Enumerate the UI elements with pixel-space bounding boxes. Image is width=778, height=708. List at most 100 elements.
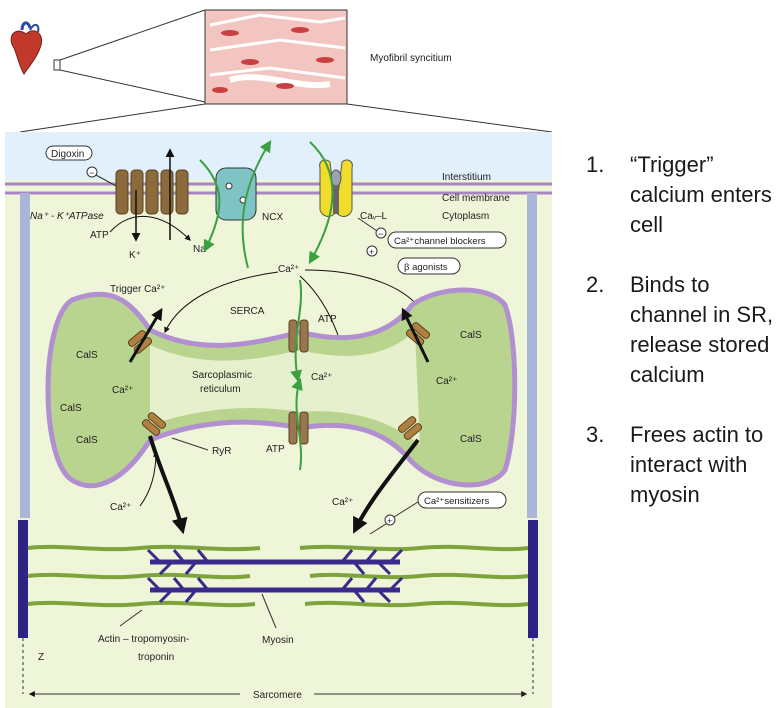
- ncx-exchanger: [215, 167, 257, 221]
- ca-lower-right-label: Ca²⁺: [332, 497, 353, 508]
- digoxin-minus: −: [89, 168, 94, 178]
- step-text: Frees actin to interact with myosin: [630, 422, 764, 507]
- myosin-label: Myosin: [262, 635, 294, 646]
- serca-uptake-arrow-top: [290, 279, 303, 383]
- z-disc-left: [18, 520, 28, 638]
- ncx-label: NCX: [262, 212, 283, 223]
- ca-to-right-ryr: [304, 269, 419, 307]
- ca-release-arrow-right: [353, 438, 420, 534]
- calcium-handling-diagram: Myofibril syncitium Interstitium Cell me…: [5, 9, 553, 708]
- agonist-plus: +: [369, 247, 374, 257]
- sr-lumen-center: [150, 330, 420, 445]
- interstitium-label: Interstitium: [442, 172, 491, 183]
- k-label: K⁺: [129, 250, 141, 261]
- na-k-atpase-label: Na⁺ - K⁺ATPase: [30, 211, 104, 222]
- step-number: 3.: [586, 422, 605, 447]
- actin-filaments: [27, 544, 529, 608]
- sensitizer-line-2: [369, 523, 387, 535]
- ca-channel-core: [333, 186, 339, 214]
- t-tubule-right: [527, 193, 537, 518]
- step-text: “Trigger” calcium enters cell: [630, 152, 772, 237]
- sensitizers-box: [417, 491, 507, 509]
- heart-icon: [10, 21, 61, 75]
- sr-name-line1: Sarcoplasmic: [192, 370, 252, 381]
- step-number: 1.: [586, 152, 605, 177]
- ca-to-left-ryr: [164, 271, 279, 334]
- z-label: Z: [38, 652, 44, 663]
- sarcomere-label-bg: [240, 687, 314, 701]
- actin-pointer: [119, 609, 143, 627]
- sensitizer-line: [393, 501, 419, 518]
- sensitizer-plus-icon: [384, 514, 396, 526]
- atp-label-bottom: ATP: [266, 444, 285, 455]
- cals-label-3: CalS: [76, 435, 98, 446]
- ryr-pointer: [171, 437, 209, 451]
- step-item: 1. “Trigger” calcium enters cell: [586, 150, 776, 240]
- myofibril-label: Myofibril syncitium: [370, 53, 452, 64]
- trigger-ca-label: Trigger Ca²⁺: [110, 284, 165, 295]
- sr-name-line2: reticulum: [200, 384, 241, 395]
- ca-left-label: Ca²⁺: [112, 385, 133, 396]
- trigger-release-arrow-right: [401, 307, 430, 363]
- zoom-line-right: [346, 103, 553, 133]
- cals-label-2: CalS: [60, 403, 82, 414]
- actin-label-line2: troponin: [138, 652, 174, 663]
- cals-label-1: CalS: [76, 350, 98, 361]
- zoom-line-left: [19, 103, 206, 133]
- ca-release-arrow-left: [148, 435, 188, 535]
- serca-uptake-arrow-bottom: [291, 377, 303, 471]
- agonists-label: β agonists: [404, 262, 448, 273]
- ncx-ca-arrow: [241, 139, 272, 269]
- digoxin-inhibit-icon: [86, 166, 98, 178]
- sarcomere-label: Sarcomere: [253, 690, 302, 701]
- ryr-bottom-right: [397, 416, 423, 440]
- blocker-minus: −: [378, 229, 383, 239]
- step-item: 3. Frees actin to interact with myosin: [586, 420, 776, 510]
- trigger-release-arrow-left: [128, 307, 163, 363]
- cals-label-5: CalS: [460, 434, 482, 445]
- actin-label-line1: Actin – tropomyosin-: [98, 634, 189, 645]
- blocker-inhibit-icon: [375, 227, 387, 239]
- blockers-box: [387, 231, 507, 249]
- ca-mid-label: Ca²⁺: [311, 372, 332, 383]
- myofibril-inset: [204, 9, 348, 105]
- cell-membrane-label: Cell membrane: [442, 193, 510, 204]
- blockers-label: Ca²⁺channel blockers: [394, 236, 486, 247]
- cals-label-4: CalS: [460, 330, 482, 341]
- serca-pump-bottom: [288, 411, 309, 445]
- blocker-line: [357, 217, 378, 232]
- z-disc-right: [528, 520, 538, 638]
- digoxin-label: Digoxin: [51, 149, 84, 160]
- ncx-site-1: [225, 182, 233, 190]
- ryr-label: RyR: [212, 446, 231, 457]
- ca-entry-arrow: [308, 141, 334, 265]
- atp-arrow: [109, 215, 191, 241]
- ryr-bottom-left: [141, 412, 167, 436]
- digoxin-box: [45, 145, 93, 161]
- cytoplasm-label: Cytoplasm: [442, 211, 489, 222]
- t-tubule-left: [20, 193, 30, 518]
- ca-center-label: Ca²⁺: [278, 264, 299, 275]
- agonist-plus-icon: [366, 245, 378, 257]
- sensitizer-plus: +: [387, 516, 392, 526]
- ncx-na-arrow: [199, 159, 221, 253]
- step-item: 2. Binds to channel in SR, release store…: [586, 270, 776, 390]
- myosin-filaments: [146, 548, 404, 604]
- agonists-box: [397, 257, 461, 275]
- digoxin-line: [95, 174, 117, 187]
- ca-lower-left-label: Ca²⁺: [110, 502, 131, 513]
- myosin-pointer: [261, 593, 277, 629]
- sensitizers-label: Ca²⁺sensitizers: [424, 496, 489, 507]
- atp-label-top: ATP: [318, 314, 337, 325]
- step-number: 2.: [586, 272, 605, 297]
- step-text: Binds to channel in SR, release stored c…: [630, 272, 774, 387]
- serca-label: SERCA: [230, 306, 265, 317]
- ca-channel-label: Caᵥ–L: [360, 211, 388, 222]
- zoom-line-bottom: [59, 69, 206, 103]
- na-k-atpase-pump: [115, 169, 189, 215]
- atp-label-pump: ATP: [90, 230, 109, 241]
- zoom-line-top: [59, 9, 206, 61]
- na-label: Na⁺: [193, 244, 211, 255]
- ca-right-label: Ca²⁺: [436, 376, 457, 387]
- steps-list: 1. “Trigger” calcium enters cell 2. Bind…: [586, 150, 776, 540]
